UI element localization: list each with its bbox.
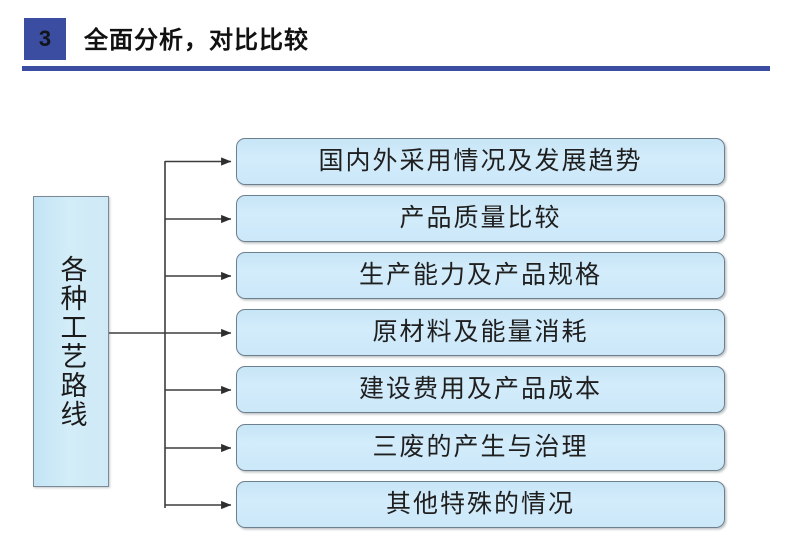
slide-header: 3 全面分析，对比比较: [0, 0, 792, 80]
leaf-node-label-6: 三废的产生与治理: [372, 434, 589, 461]
leaf-node-label-7: 其他特殊的情况: [385, 491, 575, 518]
header-divider: [22, 66, 770, 71]
leaf-node-label-3: 生产能力及产品规格: [358, 262, 602, 289]
step-number-text: 3: [38, 26, 52, 51]
leaf-node-box-5[interactable]: 建设费用及产品成本: [236, 366, 725, 413]
leaf-node-box-4[interactable]: 原材料及能量消耗: [236, 309, 725, 356]
leaf-node-box-1[interactable]: 国内外采用情况及发展趋势: [236, 138, 725, 185]
step-number-badge: 3: [24, 18, 66, 60]
leaf-node-label-1: 国内外采用情况及发展趋势: [318, 148, 643, 175]
leaf-node-box-7[interactable]: 其他特殊的情况: [236, 481, 725, 528]
page-title: 全面分析，对比比较: [84, 27, 309, 54]
leaf-node-label-4: 原材料及能量消耗: [372, 319, 589, 346]
leaf-node-box-2[interactable]: 产品质量比较: [236, 195, 725, 242]
root-node-label: 各种工艺路线: [56, 254, 87, 429]
root-node-box[interactable]: 各种工艺路线: [33, 196, 109, 487]
leaf-node-box-3[interactable]: 生产能力及产品规格: [236, 252, 725, 299]
leaf-node-label-2: 产品质量比较: [399, 205, 562, 232]
leaf-node-box-6[interactable]: 三废的产生与治理: [236, 424, 725, 471]
leaf-node-label-5: 建设费用及产品成本: [358, 376, 602, 403]
